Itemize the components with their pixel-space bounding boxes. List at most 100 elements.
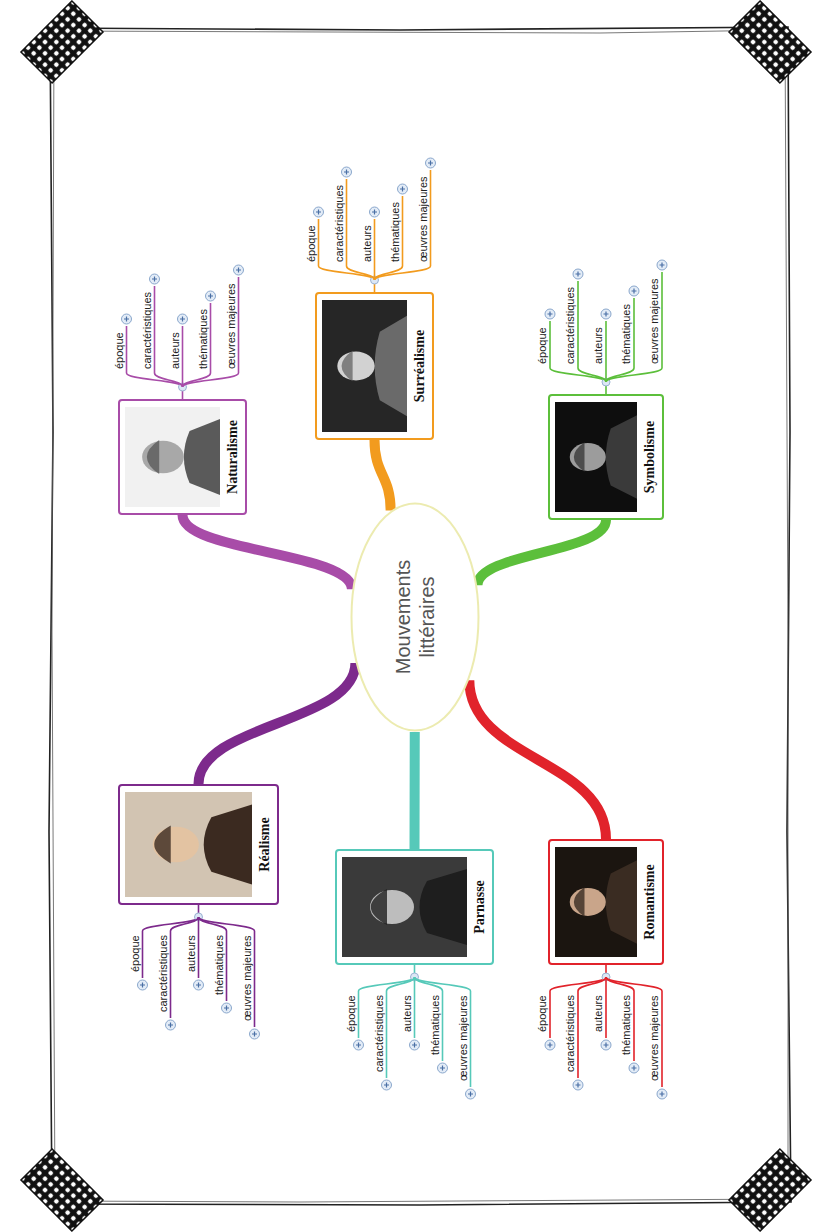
sub-branch-line (198, 917, 200, 978)
branch-label-holder: auteurs (169, 332, 182, 369)
branch-label-holder: époque (536, 327, 549, 364)
expand-icon (426, 158, 436, 168)
branch-label-holder: auteurs (592, 327, 605, 364)
branch-label: œuvres majeures (457, 995, 470, 1081)
branch-label: auteurs (361, 225, 374, 262)
expand-icon (178, 314, 188, 324)
frame-border (49, 27, 791, 1205)
sub-branch-line (605, 977, 607, 1038)
sub-branch-line (606, 298, 634, 382)
branch-label-holder: caractéristiques (373, 995, 386, 1072)
expand-icon (657, 260, 667, 270)
sub-branch-line (183, 303, 211, 387)
expand-icon (573, 1080, 583, 1090)
branch-label-holder: époque (129, 935, 142, 972)
frame-sketch-line (52, 30, 788, 1202)
tape-corner (729, 1, 811, 83)
movement-box: Parnasse (335, 849, 494, 965)
movement-name: Réalisme (256, 817, 273, 871)
central-title: Mouvements littéraires (391, 537, 439, 697)
branch-label: œuvres majeures (417, 176, 430, 262)
branch-label: auteurs (592, 327, 605, 364)
branch-label: caractéristiques (157, 935, 170, 1012)
branch-label-holder: caractéristiques (157, 935, 170, 1012)
branch-label: époque (536, 995, 549, 1032)
sub-branch-line (415, 977, 471, 1087)
expand-icon (466, 1089, 476, 1099)
branch-label: auteurs (185, 935, 198, 972)
branch-label-holder: thématiques (429, 995, 442, 1055)
sub-branch-line (183, 277, 239, 387)
branch-label: œuvres majeures (648, 278, 661, 364)
movement-name: Parnasse (471, 880, 488, 934)
branch-label: époque (113, 332, 126, 369)
sub-branch-line (347, 179, 375, 280)
expand-icon (545, 309, 555, 319)
expand-icon (150, 274, 160, 284)
branch-label: auteurs (592, 995, 605, 1032)
branch-label: époque (305, 225, 318, 262)
sub-branch-line (415, 977, 443, 1061)
movement-box: Réalisme (118, 784, 279, 905)
branch-label: thématiques (429, 995, 442, 1055)
movement-box: Surréalisme (315, 292, 434, 440)
branch-label-holder: œuvres majeures (225, 283, 238, 369)
sub-branch-line (375, 196, 403, 280)
branch-connector (375, 440, 391, 510)
movement-name: Romantisme (641, 864, 658, 939)
tape-corner (21, 1149, 103, 1231)
sub-branch-line (387, 977, 415, 1078)
expand-icon (438, 1063, 448, 1073)
branch-label: œuvres majeures (241, 935, 254, 1021)
branch-label-holder: époque (113, 332, 126, 369)
branch-label-holder: œuvres majeures (241, 935, 254, 1021)
tape-corner (729, 1149, 811, 1231)
branch-label: auteurs (401, 995, 414, 1032)
sub-branch-line (578, 281, 606, 382)
expand-icon (234, 265, 244, 275)
branch-label-holder: époque (345, 995, 358, 1032)
expand-icon (629, 1063, 639, 1073)
sub-branch-line (606, 977, 662, 1087)
branch-label: thématiques (620, 995, 633, 1055)
expand-icon (314, 207, 324, 217)
expand-icon (138, 980, 148, 990)
expand-icon (250, 1029, 260, 1039)
expand-icon (629, 286, 639, 296)
sub-branch-line (199, 917, 227, 1001)
branch-label: époque (345, 995, 358, 1032)
branch-label-holder: œuvres majeures (648, 995, 661, 1081)
portrait-image (322, 300, 407, 432)
branch-label: caractéristiques (564, 287, 577, 364)
branch-label-holder: caractéristiques (333, 185, 346, 262)
movement-name: Symbolisme (641, 421, 658, 493)
branch-label-holder: auteurs (401, 995, 414, 1032)
portrait-image (555, 847, 637, 957)
branch-label-holder: thématiques (213, 935, 226, 995)
branch-label-holder: thématiques (197, 309, 210, 369)
branch-label: caractéristiques (141, 292, 154, 369)
sub-branch-line (182, 326, 184, 387)
branch-label: thématiques (620, 304, 633, 364)
movement-name: Surréalisme (411, 330, 428, 402)
branch-label: auteurs (169, 332, 182, 369)
expand-icon (354, 1040, 364, 1050)
expand-icon (657, 1089, 667, 1099)
branch-label: caractéristiques (564, 995, 577, 1072)
movement-box: Romantisme (548, 839, 664, 965)
branch-label-holder: auteurs (361, 225, 374, 262)
branch-connector (183, 515, 352, 589)
branch-label-holder: œuvres majeures (457, 995, 470, 1081)
branch-label: thématiques (213, 935, 226, 995)
expand-icon (573, 269, 583, 279)
branch-label-holder: époque (536, 995, 549, 1032)
branch-label-holder: auteurs (592, 995, 605, 1032)
branch-label: caractéristiques (373, 995, 386, 1072)
portrait-image (555, 402, 637, 512)
expand-icon (342, 167, 352, 177)
branch-label-holder: auteurs (185, 935, 198, 972)
branch-label-holder: œuvres majeures (648, 278, 661, 364)
sub-branch-line (606, 977, 634, 1061)
branch-label-holder: œuvres majeures (417, 176, 430, 262)
expand-icon (222, 1003, 232, 1013)
